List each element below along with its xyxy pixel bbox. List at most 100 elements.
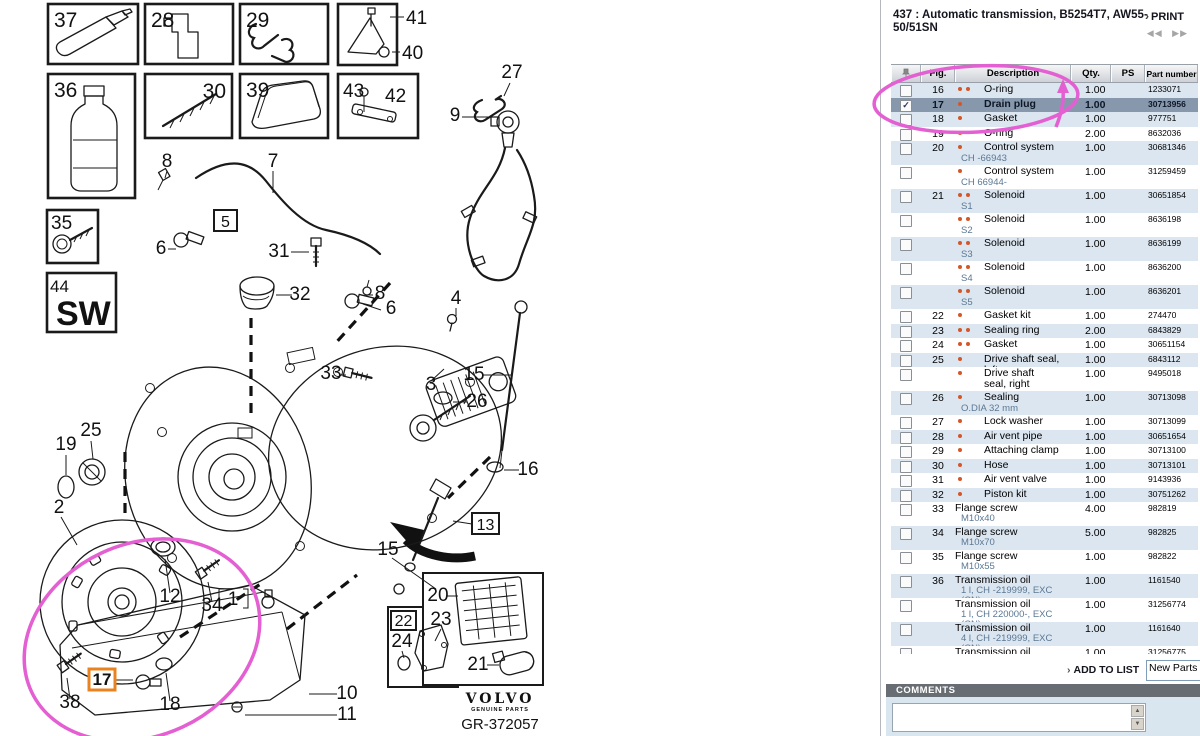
seal-25-drawing (78, 458, 106, 486)
fig-cell: 16 (932, 84, 944, 96)
row-checkbox[interactable] (900, 325, 912, 338)
scroll-down-icon[interactable]: ▼ (1131, 718, 1144, 730)
ps-cell (1111, 444, 1145, 459)
pager-prev-icon[interactable]: ◀◀ (1146, 28, 1163, 38)
row-checkbox[interactable] (900, 431, 912, 444)
comments-textarea[interactable]: ▲ ▼ (892, 703, 1146, 732)
print-button[interactable]: ›PRINT (1145, 9, 1184, 23)
row-checkbox[interactable] (900, 263, 912, 275)
row-checkbox[interactable] (900, 369, 912, 381)
row-checkbox[interactable] (900, 552, 912, 564)
fig-cell: 26 (932, 392, 944, 404)
diagram-callout-36: 36 (54, 79, 77, 102)
row-checkbox[interactable] (900, 417, 912, 429)
diagram-callout-18: 18 (159, 694, 180, 715)
row-checkbox[interactable]: ✓ (900, 99, 912, 112)
row-checkbox[interactable] (900, 191, 912, 203)
diagram-callout-41: 41 (406, 8, 427, 29)
part-number-cell: 274470 (1148, 310, 1177, 320)
row-checkbox[interactable] (900, 354, 912, 367)
row-checkbox[interactable] (900, 528, 912, 540)
row-checkbox[interactable] (900, 393, 912, 405)
ps-cell (1111, 338, 1145, 353)
row-checkbox[interactable] (900, 460, 912, 473)
diagram-callout-12: 12 (159, 586, 180, 607)
boxed-callout-22[interactable] (390, 610, 417, 631)
stud-drawing (161, 92, 218, 129)
ps-cell (1111, 526, 1145, 550)
fig-cell: 17 (932, 98, 944, 111)
row-checkbox[interactable] (900, 624, 912, 636)
ps-cell (1111, 502, 1145, 526)
ps-cell (1111, 646, 1145, 654)
ps-cell (1111, 285, 1145, 309)
row-checkbox[interactable] (900, 114, 912, 126)
row-checkbox[interactable] (900, 475, 912, 487)
boxed-callout-5[interactable] (213, 209, 238, 232)
diagram-callout-37: 37 (54, 9, 77, 32)
part-number-cell: 9143936 (1148, 474, 1182, 484)
row-checkbox[interactable] (900, 600, 912, 612)
row-checkbox[interactable] (900, 340, 912, 352)
row-checkbox[interactable] (900, 128, 912, 141)
boxed-callout-13[interactable] (471, 512, 500, 535)
row-checkbox[interactable] (900, 239, 912, 251)
add-to-list-button[interactable]: ›ADD TO LIST (1067, 664, 1140, 676)
pushpin-icon[interactable] (891, 65, 921, 82)
clips-drawing (247, 22, 295, 64)
row-checkbox[interactable] (900, 143, 912, 155)
row-checkbox[interactable] (900, 504, 912, 516)
comments-scrollbar[interactable]: ▲ ▼ (1131, 705, 1144, 730)
row-checkbox[interactable] (900, 648, 912, 654)
parts-list-dropdown[interactable]: New Parts list (1146, 660, 1200, 681)
part-number-cell: 982825 (1148, 527, 1177, 537)
scroll-up-icon[interactable]: ▲ (1131, 705, 1144, 717)
qty-cell: 1.00 (1085, 623, 1106, 635)
row-checkbox[interactable] (900, 311, 912, 323)
fig-cell (921, 165, 955, 189)
row-checkbox[interactable] (900, 446, 912, 458)
pager-next-icon[interactable]: ▶▶ (1172, 28, 1188, 38)
row-checkbox[interactable] (900, 489, 912, 502)
row-checkbox[interactable] (900, 287, 912, 299)
row-checkbox[interactable] (900, 85, 912, 97)
part-number-cell: 30681346 (1148, 142, 1186, 152)
clamp-nut-drawing (351, 87, 397, 123)
row-checkbox[interactable] (900, 576, 912, 588)
cover-seal-drawing (251, 80, 322, 130)
part-number-cell: 30713101 (1148, 459, 1186, 470)
row-checkbox[interactable] (900, 167, 912, 179)
row-checkbox[interactable] (900, 215, 912, 227)
